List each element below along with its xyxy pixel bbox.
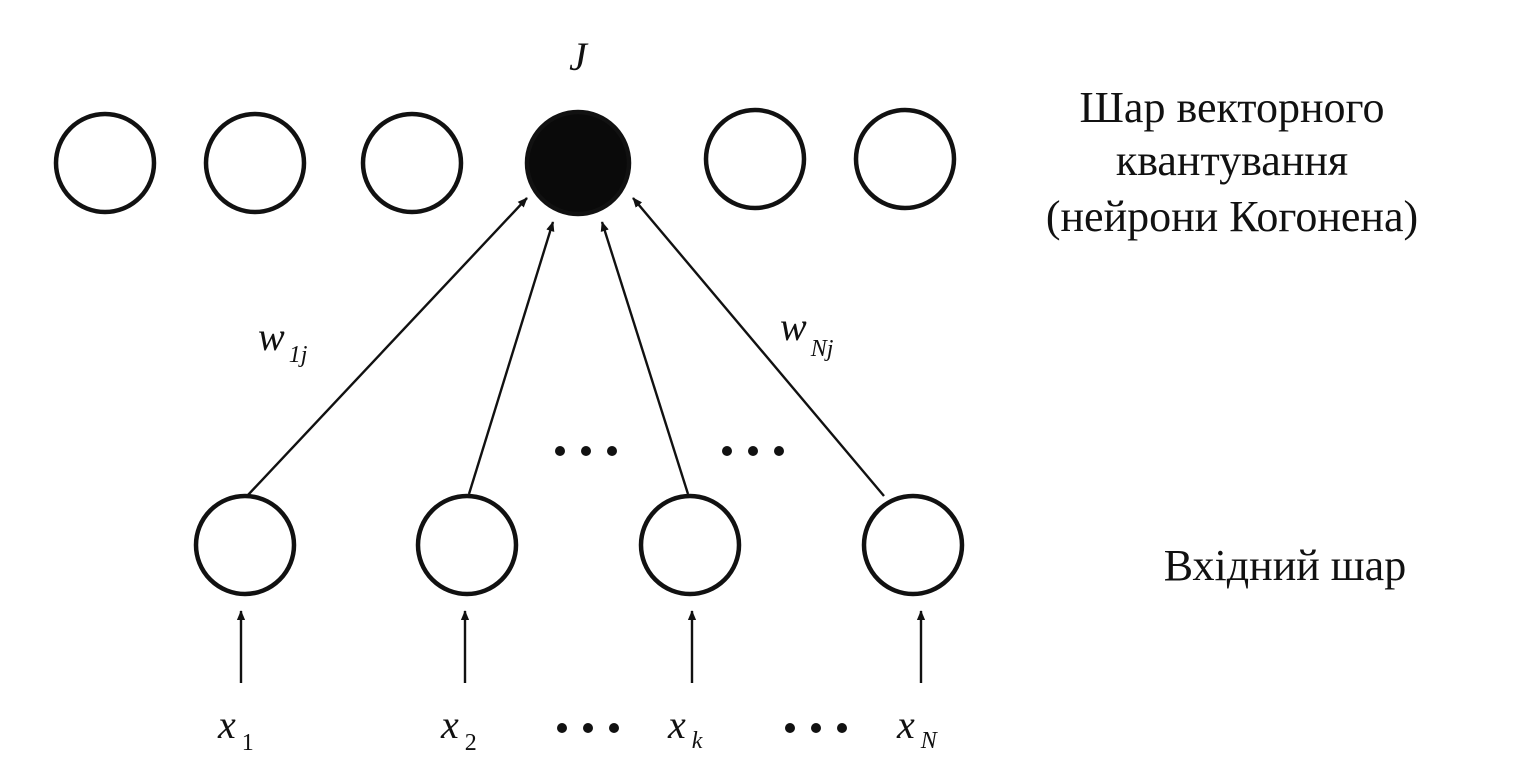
weight-connections <box>247 197 885 497</box>
input-layer <box>193 493 965 597</box>
ellipsis-dot <box>557 723 567 733</box>
connection-arrow <box>600 221 690 495</box>
ellipsis-dot <box>748 446 758 456</box>
kohonen-neuron <box>53 111 157 215</box>
ellipsis-dot <box>609 723 619 733</box>
winner-neuron-label: J <box>569 34 589 79</box>
input-neuron <box>415 493 519 597</box>
connection-ellipsis <box>555 446 784 456</box>
input-neuron <box>861 493 965 597</box>
ellipsis-dot <box>555 446 565 456</box>
connection-arrow <box>467 221 555 495</box>
ellipsis-dot <box>837 723 847 733</box>
kohonen-neuron <box>203 111 307 215</box>
ellipsis-dot <box>722 446 732 456</box>
input-layer-title: Вхідний шар <box>1164 541 1406 590</box>
input-ellipsis <box>557 723 847 733</box>
kohonen-layer-title-line3: (нейрони Когонена) <box>1046 192 1418 241</box>
ellipsis-dot <box>774 446 784 456</box>
connection-arrow <box>247 197 528 496</box>
input-neuron <box>638 493 742 597</box>
kohonen-layer-title: Шар векторного квантування (нейрони Кого… <box>1046 83 1418 241</box>
ellipsis-dot <box>811 723 821 733</box>
kohonen-neuron <box>853 107 957 211</box>
kohonen-neuron <box>703 107 807 211</box>
kohonen-neuron <box>360 111 464 215</box>
ellipsis-dot <box>785 723 795 733</box>
input-arrows <box>236 610 926 683</box>
input-neuron <box>193 493 297 597</box>
winner-neuron <box>524 109 632 217</box>
ellipsis-dot <box>581 446 591 456</box>
connection-arrow <box>632 197 885 497</box>
kohonen-layer-title-line1: Шар векторного <box>1080 83 1385 132</box>
ellipsis-dot <box>583 723 593 733</box>
ellipsis-dot <box>607 446 617 456</box>
kohonen-layer-title-line2: квантування <box>1116 136 1348 185</box>
kohonen-layer <box>53 107 957 217</box>
